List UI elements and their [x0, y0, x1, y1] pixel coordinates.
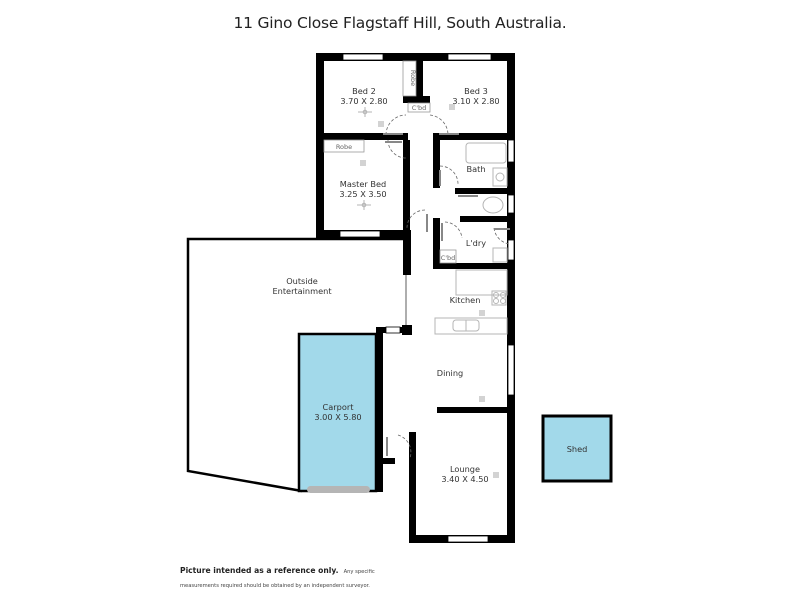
room-label-shed: Shed — [567, 444, 588, 454]
disclaimer: Picture intended as a reference only. An… — [180, 563, 500, 591]
room-label-laundry: L'dry — [466, 238, 486, 248]
room-label-dining: Dining — [437, 368, 463, 378]
room-label-bed-2: Bed 2 — [352, 86, 376, 96]
room-label-outside-1: Outside — [286, 276, 318, 286]
room-label-kitchen: Kitchen — [450, 295, 481, 305]
room-label-carport: Carport — [323, 402, 355, 412]
storage-label-robe-master: Robe — [336, 143, 352, 151]
room-size-master-bed: 3.25 X 3.50 — [339, 189, 386, 199]
room-label-lounge: Lounge — [450, 464, 480, 474]
disclaimer-text-2: measurements required should be obtained… — [180, 583, 370, 589]
room-size-lounge: 3.40 X 4.50 — [441, 474, 488, 484]
shed-area — [541, 414, 613, 483]
disclaimer-text-1: Any specific — [343, 569, 375, 575]
room-size-bed-2: 3.70 X 2.80 — [340, 96, 387, 106]
disclaimer-bold: Picture intended as a reference only. — [180, 566, 339, 575]
outside-entertainment-area — [186, 237, 407, 493]
room-size-carport: 3.00 X 5.80 — [314, 412, 361, 422]
storage-label-cbd-laundry: C'bd — [441, 254, 456, 262]
carport-area — [297, 327, 383, 493]
storage-label-cbd-hall: C'bd — [412, 104, 427, 112]
room-size-bed-3: 3.10 X 2.80 — [452, 96, 499, 106]
room-label-outside-2: Entertainment — [272, 286, 332, 296]
sensors — [360, 104, 499, 478]
windows — [339, 53, 515, 543]
storage-units — [323, 60, 457, 264]
room-label-master-bed: Master Bed — [340, 179, 386, 189]
door-leaves — [383, 133, 510, 456]
fixtures — [357, 107, 508, 335]
room-label-bath: Bath — [466, 164, 485, 174]
room-label-bed-3: Bed 3 — [464, 86, 488, 96]
page-title: 11 Gino Close Flagstaff Hill, South Aust… — [233, 14, 567, 32]
storage-label-robe-bed2: Robe — [409, 70, 417, 86]
